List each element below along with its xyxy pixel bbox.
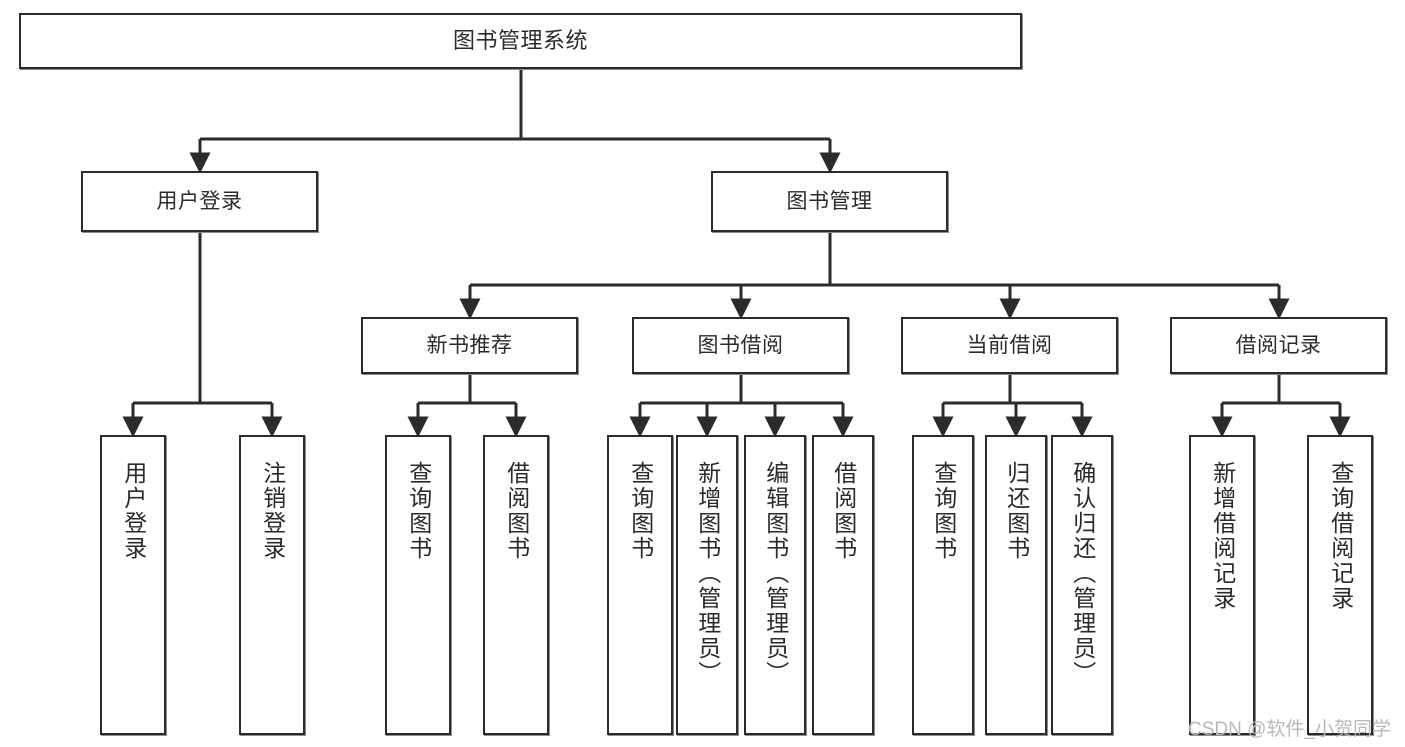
node-leaf-user-logout-label: 注销登录 bbox=[259, 461, 286, 561]
node-leaf-add-record[interactable]: 新增借阅记录 bbox=[1189, 435, 1255, 735]
node-leaf-edit-book[interactable]: 编辑图书（管理员） bbox=[744, 435, 806, 735]
node-user-login[interactable]: 用户登录 bbox=[81, 171, 318, 232]
node-leaf-return-book[interactable]: 归还图书 bbox=[985, 435, 1047, 735]
node-leaf-query-book-1[interactable]: 查询图书 bbox=[385, 435, 451, 735]
edge-group bbox=[122, 69, 1351, 438]
node-leaf-query-book-1-label: 查询图书 bbox=[405, 461, 432, 561]
node-leaf-borrow-book-1-label: 借阅图书 bbox=[503, 461, 530, 561]
node-leaf-borrow-book-1[interactable]: 借阅图书 bbox=[483, 435, 549, 735]
node-book-borrow[interactable]: 图书借阅 bbox=[632, 317, 849, 374]
node-current-borrow-label: 当前借阅 bbox=[966, 333, 1053, 357]
node-current-borrow[interactable]: 当前借阅 bbox=[901, 317, 1118, 374]
node-leaf-confirm-return[interactable]: 确认归还（管理员） bbox=[1051, 435, 1113, 735]
node-leaf-user-login-label: 用户登录 bbox=[120, 461, 147, 561]
node-leaf-confirm-return-label: 确认归还（管理员） bbox=[1069, 461, 1096, 686]
node-leaf-query-record-label: 查询借阅记录 bbox=[1327, 461, 1354, 611]
node-leaf-query-record[interactable]: 查询借阅记录 bbox=[1307, 435, 1373, 735]
node-leaf-add-book-label: 新增图书（管理员） bbox=[694, 461, 721, 686]
node-leaf-user-logout[interactable]: 注销登录 bbox=[239, 435, 305, 735]
node-leaf-return-book-label: 归还图书 bbox=[1003, 461, 1030, 561]
node-leaf-query-book-2[interactable]: 查询图书 bbox=[607, 435, 673, 735]
node-leaf-add-record-label: 新增借阅记录 bbox=[1209, 461, 1236, 611]
node-leaf-edit-book-label: 编辑图书（管理员） bbox=[762, 461, 789, 686]
node-borrow-record-label: 借阅记录 bbox=[1235, 333, 1322, 357]
node-leaf-add-book[interactable]: 新增图书（管理员） bbox=[676, 435, 738, 735]
node-book-borrow-label: 图书借阅 bbox=[697, 333, 784, 357]
node-root[interactable]: 图书管理系统 bbox=[19, 13, 1022, 69]
node-leaf-query-book-2-label: 查询图书 bbox=[627, 461, 654, 561]
node-leaf-query-book-3[interactable]: 查询图书 bbox=[912, 435, 974, 735]
node-leaf-borrow-book-2[interactable]: 借阅图书 bbox=[812, 435, 874, 735]
watermark: CSDN @软件_小贺同学 bbox=[1188, 719, 1391, 740]
node-new-book-recommend-label: 新书推荐 bbox=[426, 333, 513, 357]
node-leaf-query-book-3-label: 查询图书 bbox=[930, 461, 957, 561]
node-borrow-record[interactable]: 借阅记录 bbox=[1170, 317, 1387, 374]
node-root-label: 图书管理系统 bbox=[452, 27, 588, 53]
node-leaf-borrow-book-2-label: 借阅图书 bbox=[830, 461, 857, 561]
node-user-login-label: 用户登录 bbox=[156, 189, 243, 213]
node-book-manage-label: 图书管理 bbox=[786, 189, 873, 213]
node-leaf-user-login[interactable]: 用户登录 bbox=[100, 435, 166, 735]
node-book-manage[interactable]: 图书管理 bbox=[711, 171, 948, 232]
node-new-book-recommend[interactable]: 新书推荐 bbox=[361, 317, 578, 374]
